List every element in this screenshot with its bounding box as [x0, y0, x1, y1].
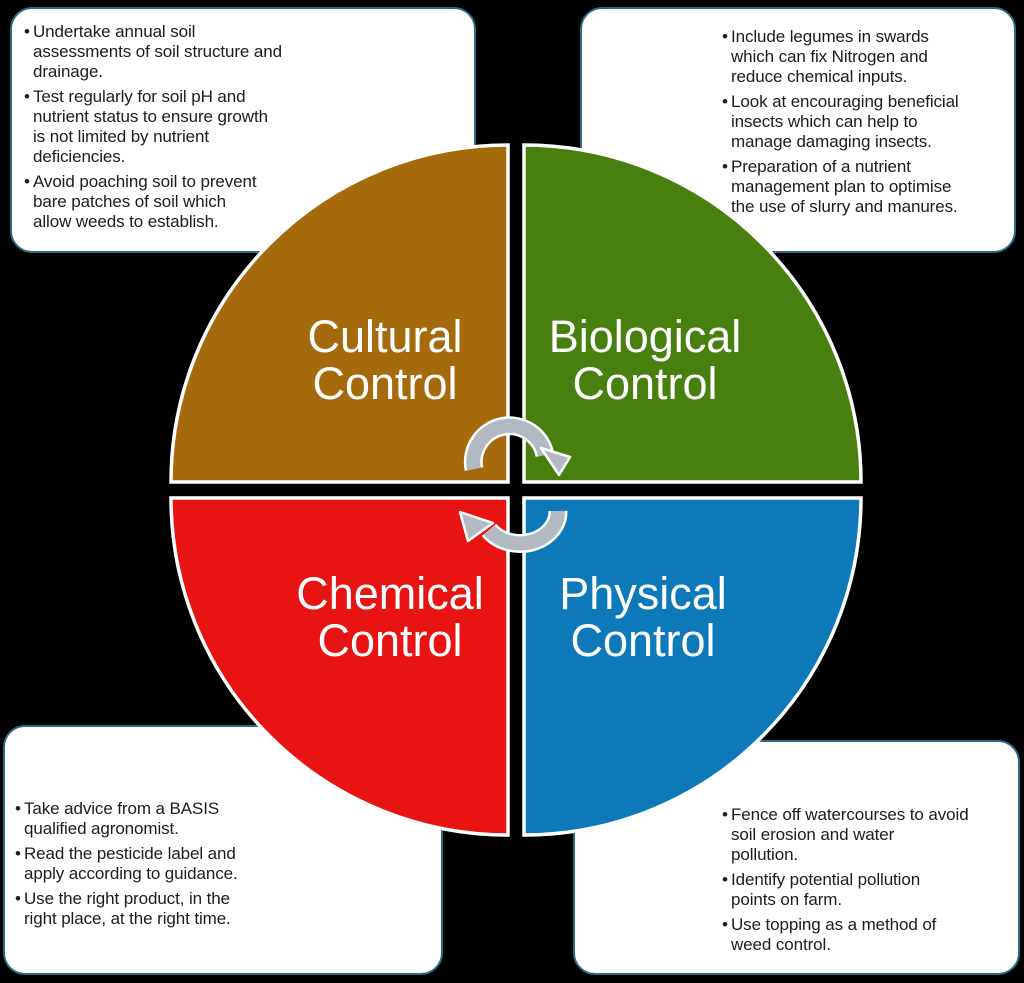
chemical-quadrant-label: Chemical Control: [240, 570, 540, 664]
bullet-dot: •: [722, 805, 728, 824]
cycle-arrow-top-outline: [463, 416, 555, 471]
cycle-arrow-top-head: [539, 446, 572, 477]
label-line: Biological: [548, 311, 742, 362]
bullet-dot: •: [722, 27, 728, 46]
bullet-dot: •: [722, 92, 728, 111]
cycle-arrow-bottom-head: [458, 510, 495, 543]
label-line: Cultural: [307, 311, 463, 362]
bullet-dot: •: [24, 22, 30, 41]
cultural-quadrant-label: Cultural Control: [235, 313, 535, 407]
bullet-dot: •: [722, 157, 728, 176]
label-line: Chemical: [296, 568, 484, 619]
cycle-arrow-top-band: [466, 418, 552, 471]
bullet-dot: •: [15, 844, 21, 863]
label-line: Control: [570, 615, 716, 666]
label-line: Physical: [559, 568, 727, 619]
label-line: Control: [572, 358, 718, 409]
label-line: Control: [317, 615, 463, 666]
label-line: Control: [312, 358, 458, 409]
bullet-dot: •: [15, 889, 21, 908]
cycle-arrow-bottom-band: [483, 510, 566, 551]
cycle-arrow-bottom-outline: [481, 510, 568, 553]
biological-quadrant-label: Biological Control: [495, 313, 795, 407]
bullet-dot: •: [722, 870, 728, 889]
bullet-dot: •: [722, 915, 728, 934]
bullet-dot: •: [24, 172, 30, 191]
bullet-dot: •: [15, 799, 21, 818]
physical-quadrant-label: Physical Control: [493, 570, 793, 664]
bullet-dot: •: [24, 87, 30, 106]
